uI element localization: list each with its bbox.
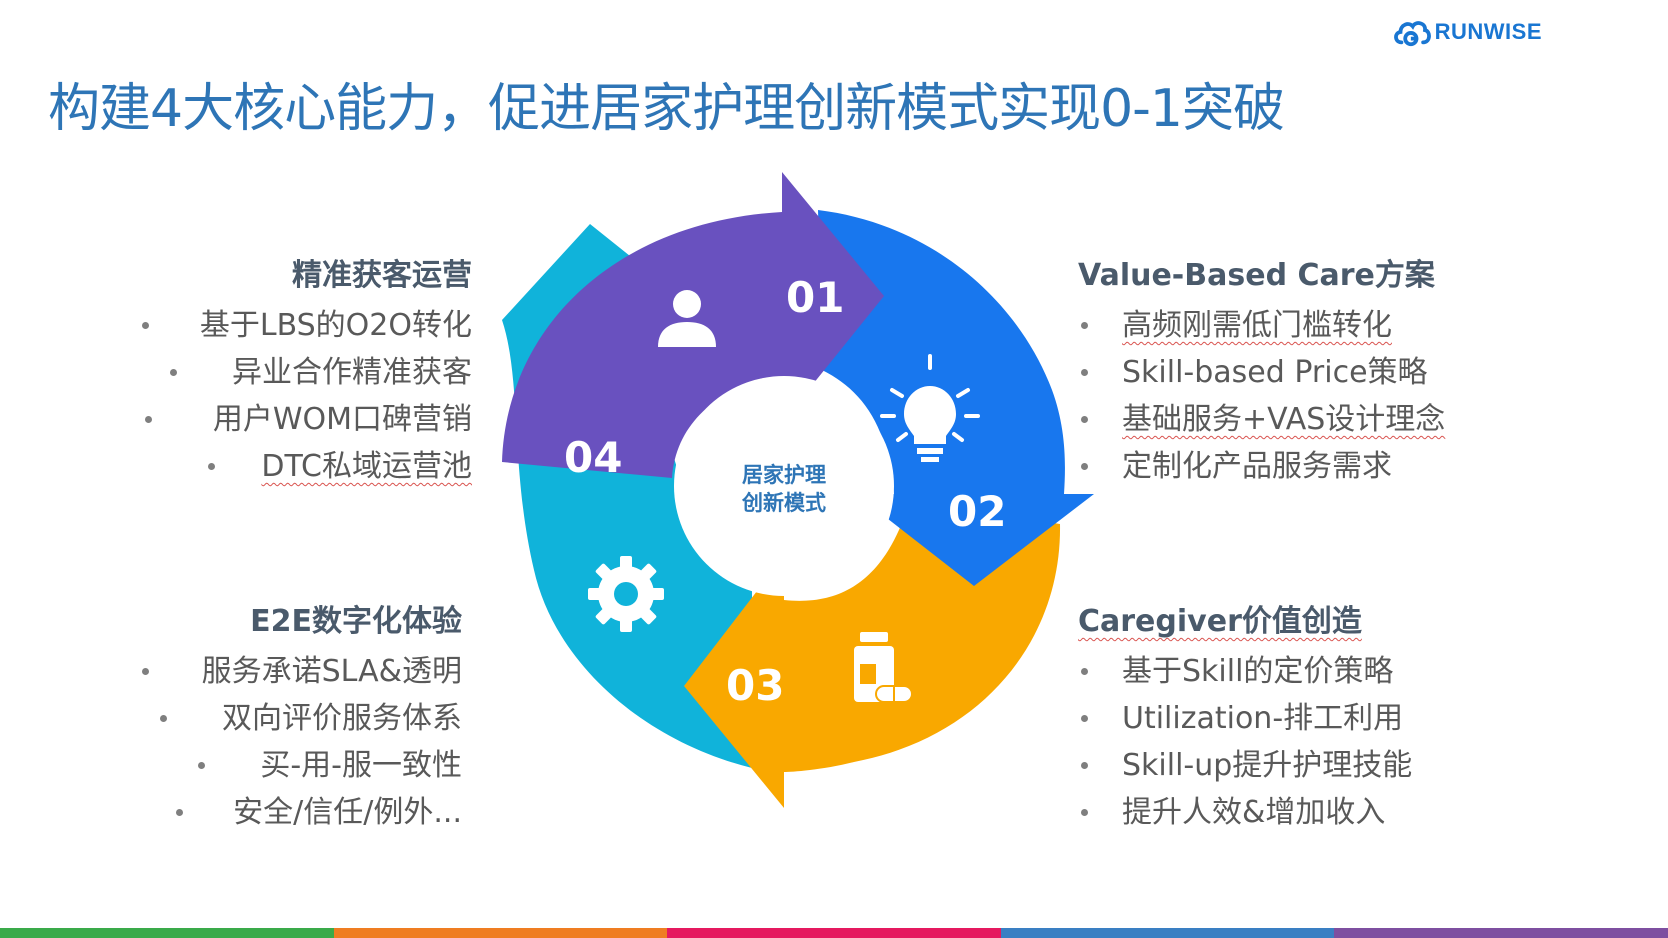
step-num-04: 04 [564,433,622,482]
bottom-color-bar [0,928,1668,938]
bottom-bar-segment [0,928,334,938]
step-num-01: 01 [786,273,844,322]
list-item: Skill-up提升护理技能 [1078,742,1498,789]
center-circle [674,376,894,596]
list-bottom-left: 服务承诺SLA&透明 双向评价服务体系 买-用-服一致性 安全/信任/例外... [130,648,462,836]
list-item: 基于LBS的O2O转化 [130,302,472,349]
list-item: Utilization-排工利用 [1078,695,1498,742]
user-icon [658,290,716,347]
bottom-bar-segment [1000,928,1335,938]
cycle-diagram: 01 02 03 04 居家护理 创新模式 [462,170,1102,820]
list-item: 高频刚需低门槛转化 [1078,302,1498,349]
heading-top-left: 精准获客运营 [292,258,472,293]
list-item: 定制化产品服务需求 [1078,443,1498,490]
center-line-2: 创新模式 [741,491,826,515]
page-title: 构建4大核心能力，促进居家护理创新模式实现0-1突破 [48,79,1285,139]
bottom-bar-segment [333,928,668,938]
heading-top-right: Value-Based Care方案 [1078,258,1435,293]
gear-icon [588,556,664,632]
list-item: 基础服务+VAS设计理念 [1078,396,1498,443]
segment-02 [818,210,1094,586]
runwise-logo: RUNWISE [1392,14,1542,50]
list-item: DTC私域运营池 [130,443,472,490]
list-item: 基于Skill的定价策略 [1078,648,1498,695]
list-bottom-right: 基于Skill的定价策略 Utilization-排工利用 Skill-up提升… [1078,648,1498,836]
list-item: Skill-based Price策略 [1078,349,1498,396]
cycle-diagram-svg: 01 02 03 04 居家护理 创新模式 [502,172,1094,808]
lightbulb-icon [880,354,980,462]
heading-bottom-right: Caregiver价值创造 [1078,604,1362,639]
list-item: 安全/信任/例外... [130,789,462,836]
list-item: 双向评价服务体系 [130,695,462,742]
cloud-logo-icon [1394,21,1431,47]
list-top-left: 基于LBS的O2O转化 异业合作精准获客 用户WOM口碑营销 DTC私域运营池 [130,302,472,490]
medicine-bottle-icon [854,632,913,703]
list-item: 服务承诺SLA&透明 [130,648,462,695]
center-line-1: 居家护理 [742,463,826,487]
list-item: 提升人效&增加收入 [1078,789,1498,836]
step-num-02: 02 [948,487,1006,536]
list-item: 异业合作精准获客 [130,349,472,396]
list-top-right: 高频刚需低门槛转化 Skill-based Price策略 基础服务+VAS设计… [1078,302,1498,490]
step-num-03: 03 [726,661,784,710]
heading-bottom-left: E2E数字化体验 [250,604,462,639]
bottom-bar-segment [1334,928,1668,938]
list-item: 买-用-服一致性 [130,742,462,789]
bottom-bar-segment [667,928,1001,938]
logo-text: RUNWISE [1434,19,1542,44]
list-item: 用户WOM口碑营销 [130,396,472,443]
